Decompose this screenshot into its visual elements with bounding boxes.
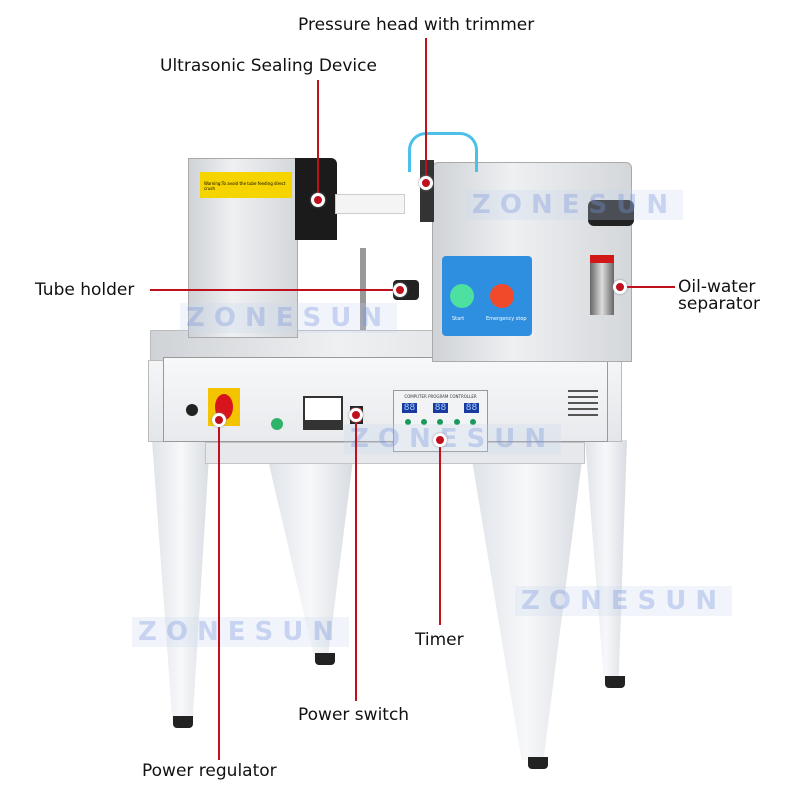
- leg-back-right: [585, 440, 627, 680]
- marker-dot: [311, 193, 325, 207]
- vent-grille: [568, 390, 598, 420]
- timer-display: 88: [463, 403, 480, 413]
- watermark: ZONESUN: [132, 617, 350, 647]
- label-pressure-head: Pressure head with trimmer: [298, 15, 535, 35]
- control-panel: Start Emergency stop: [442, 256, 532, 336]
- timer-button[interactable]: [437, 419, 444, 425]
- watermark: ZONESUN: [344, 424, 562, 454]
- leader-line: [439, 440, 441, 625]
- marker-dot: [393, 283, 407, 297]
- warning-sticker: Warning:To avoid the tube feeding direct…: [200, 172, 292, 198]
- ammeter: [303, 396, 343, 430]
- watermark: ZONESUN: [515, 586, 733, 616]
- label-timer: Timer: [415, 630, 464, 650]
- timer-button[interactable]: [405, 419, 412, 425]
- watermark: ZONESUN: [466, 190, 684, 220]
- timer-display: 88: [432, 403, 449, 413]
- label-ultrasonic: Ultrasonic Sealing Device: [160, 56, 377, 76]
- indicator-hole: [186, 404, 198, 416]
- label-power-switch: Power switch: [298, 705, 410, 725]
- marker-dot: [349, 408, 363, 422]
- label-tube-holder: Tube holder: [35, 280, 135, 300]
- foot: [173, 716, 193, 728]
- label-power-regulator: Power regulator: [142, 761, 277, 781]
- emergency-label: Emergency stop: [486, 316, 527, 322]
- marker-dot: [419, 176, 433, 190]
- air-tube: [408, 132, 478, 172]
- marker-dot: [613, 280, 627, 294]
- timer-display: 88: [401, 403, 418, 413]
- side-knob: [588, 200, 634, 226]
- watermark: ZONESUN: [180, 303, 398, 333]
- leader-line: [317, 80, 319, 200]
- leader-line: [620, 286, 675, 288]
- label-oil-water-1: Oil-water: [678, 277, 756, 297]
- foot: [315, 653, 335, 665]
- start-button[interactable]: [450, 284, 474, 308]
- timer-button[interactable]: [469, 419, 476, 425]
- leader-line: [355, 415, 357, 701]
- marker-dot: [433, 433, 447, 447]
- pressure-head: [420, 160, 434, 222]
- leader-line: [425, 38, 427, 183]
- marker-dot: [212, 413, 226, 427]
- oil-water-separator: [590, 255, 614, 315]
- indicator-light: [271, 418, 283, 430]
- timer-button[interactable]: [453, 419, 460, 425]
- emergency-stop-button[interactable]: [490, 284, 514, 308]
- leader-line: [150, 289, 400, 291]
- label-oil-water-2: separator: [678, 294, 760, 314]
- controller-title: COMPUTER PROGRAM CONTROLLER: [404, 394, 477, 399]
- foot: [605, 676, 625, 688]
- horn: [335, 194, 405, 214]
- start-label: Start: [452, 316, 465, 322]
- leg-front-left: [152, 440, 210, 720]
- timer-button[interactable]: [421, 419, 428, 425]
- foot: [528, 757, 548, 769]
- leader-line: [218, 420, 220, 760]
